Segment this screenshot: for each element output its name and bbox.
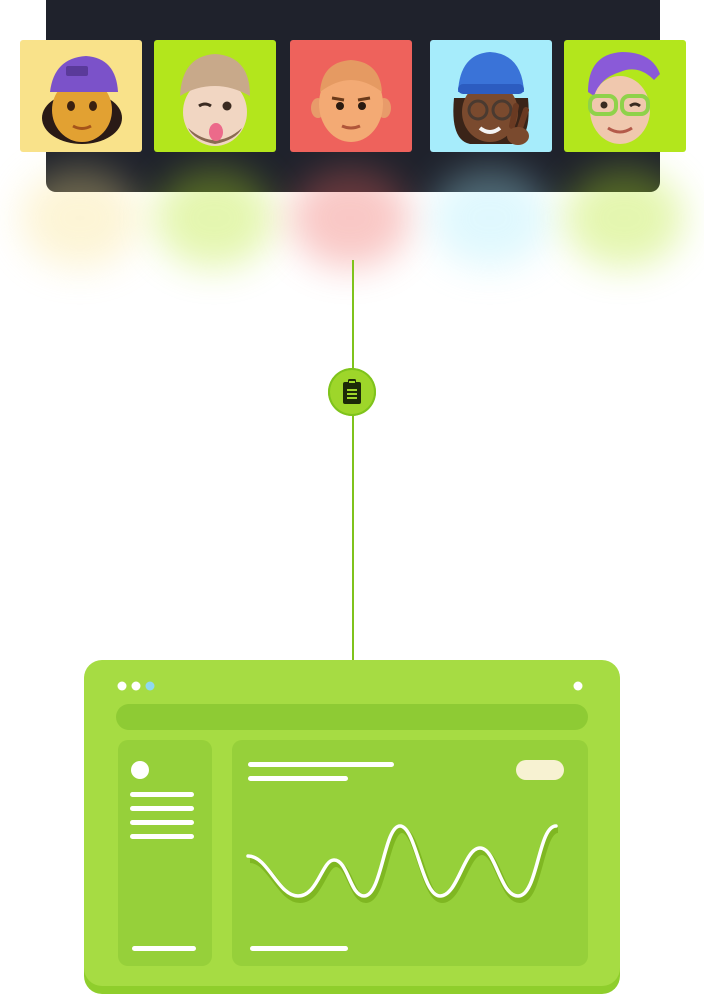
avatar-beanie-winking-icon (180, 54, 250, 146)
avatar-purple-cap-icon (42, 56, 122, 144)
avatar-card[interactable] (154, 40, 276, 152)
avatar-bald-man-icon (311, 60, 391, 142)
connector-line (352, 260, 354, 660)
connector-node[interactable] (328, 368, 376, 416)
avatar-card[interactable] (564, 40, 686, 152)
avatar-card[interactable] (430, 40, 552, 152)
avatar-glow (290, 168, 410, 268)
avatar-glow (430, 168, 550, 268)
avatar-card[interactable] (290, 40, 412, 152)
content-panel (232, 740, 588, 966)
address-bar (116, 704, 588, 730)
window-dot (117, 681, 127, 691)
avatar-purple-hair-glasses-icon (588, 52, 660, 144)
avatar-card[interactable] (20, 40, 142, 152)
avatar-blue-beanie-glasses-icon (453, 52, 529, 145)
window-dot (573, 681, 583, 691)
window-dot (145, 681, 155, 691)
avatar-glow (564, 168, 684, 268)
profile-dot (131, 761, 149, 779)
wave-line (246, 824, 558, 898)
dashboard-window (82, 660, 622, 996)
clipboard-icon (343, 379, 361, 404)
pill-button (516, 760, 564, 780)
window-dot (131, 681, 141, 691)
avatar-glow (154, 168, 274, 268)
dashboard-window-illustration (84, 660, 620, 994)
avatar-glow (20, 168, 140, 268)
